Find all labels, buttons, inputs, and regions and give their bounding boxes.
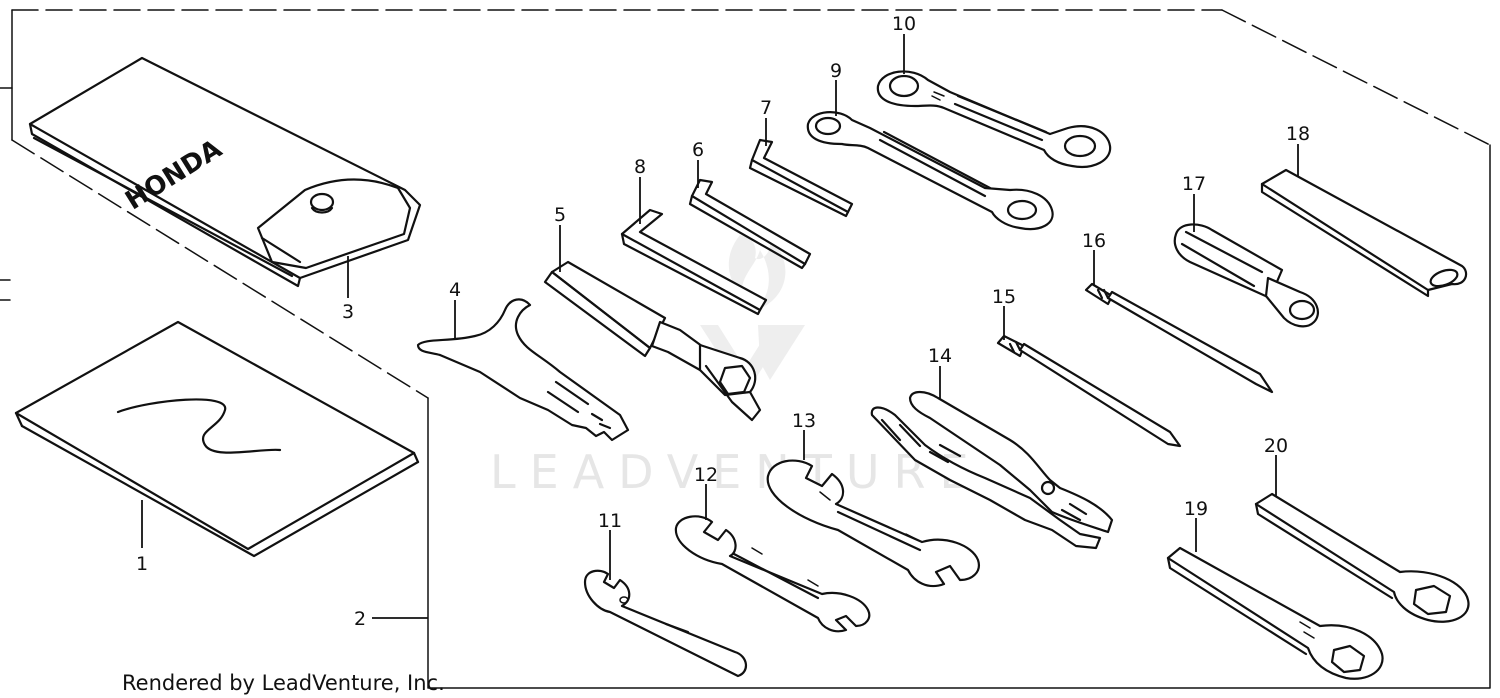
part-16-screwdriver (1084, 282, 1274, 394)
watermark-text: LEADVENTURE (490, 445, 983, 499)
callout-12: 12 (694, 464, 718, 486)
callout-8: 8 (634, 156, 646, 178)
callout-9: 9 (830, 60, 842, 82)
frame-lines (0, 9, 1491, 689)
part-3-tool-pouch: HONDA (28, 56, 422, 288)
part-15-screwdriver (996, 334, 1182, 448)
callout-11: 11 (598, 510, 622, 532)
part-9-box-wrench (806, 111, 1054, 231)
part-5-plug-wrench (543, 260, 762, 422)
callout-16: 16 (1082, 230, 1106, 252)
part-18-extension-bar (1260, 168, 1468, 298)
part-10-box-wrench (876, 70, 1112, 168)
footer-credit: Rendered by LeadVenture, Inc. (122, 671, 445, 695)
leader-lines (141, 34, 1299, 619)
callout-15: 15 (992, 286, 1016, 308)
callout-20: 20 (1264, 435, 1288, 457)
part-11-open-wrench (583, 569, 747, 678)
part-17-screwdriver-handle (1173, 223, 1319, 328)
watermark-logo-icon (700, 235, 805, 395)
callout-6: 6 (692, 139, 704, 161)
part-14-pliers (870, 390, 1114, 550)
part-20-box-wrench (1254, 492, 1470, 623)
watermark: LEADVENTURE (490, 235, 983, 499)
callout-3: 3 (342, 301, 354, 323)
callout-14: 14 (928, 345, 952, 367)
callout-7: 7 (760, 97, 772, 119)
callout-17: 17 (1182, 173, 1206, 195)
part-4-pin-spanner (416, 298, 630, 442)
part-13-open-wrench (766, 459, 980, 588)
callout-1: 1 (136, 553, 148, 575)
callout-5: 5 (554, 204, 566, 226)
callout-2: 2 (354, 608, 366, 630)
callout-13: 13 (792, 410, 816, 432)
part-7-hex-key (748, 138, 854, 218)
callout-19: 19 (1184, 498, 1208, 520)
callout-labels: 1 2 3 4 5 6 7 8 9 10 11 12 13 14 15 16 1… (136, 13, 1310, 630)
callout-18: 18 (1286, 123, 1310, 145)
part-1-manual (14, 320, 420, 558)
callout-10: 10 (892, 13, 916, 35)
part-8-hex-key (620, 208, 768, 316)
callout-4: 4 (449, 279, 461, 301)
part-6-hex-key (688, 178, 812, 270)
part-19-box-wrench (1166, 546, 1384, 680)
part-12-open-wrench (674, 515, 871, 633)
